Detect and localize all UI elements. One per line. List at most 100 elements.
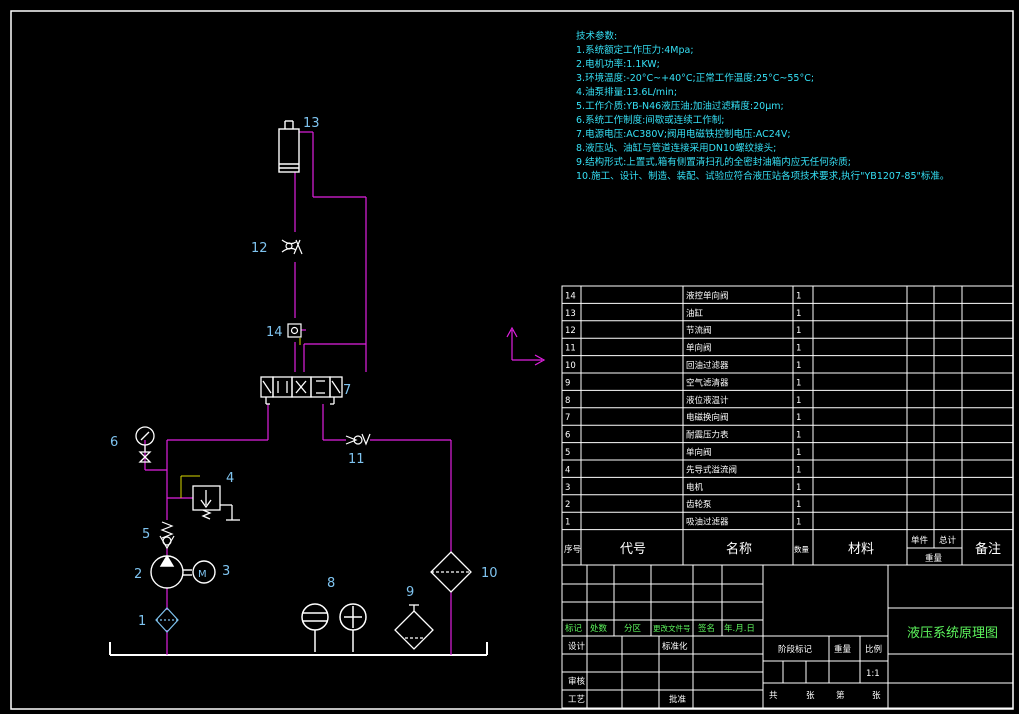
bom-header-weight: 重量 (925, 553, 943, 564)
part-label-12: 12 (251, 241, 268, 256)
part-label-14: 14 (266, 325, 283, 340)
bom-cell-no: 12 (565, 326, 576, 336)
bom-header: 序号 代号 名称 数量 材料 单件 总计 重量 备注 (564, 535, 1001, 564)
bom-cell-qty: 1 (796, 413, 801, 423)
bom-cell-qty: 1 (796, 431, 801, 441)
part-label-13: 13 (303, 116, 320, 131)
check-valve-5-symbol (159, 521, 175, 550)
title-block-grid (561, 564, 1014, 709)
tech-param-line: 10.施工、设计、制造、装配、试验应符合液压站各项技术要求,执行"YB1207-… (576, 170, 949, 182)
return-filter-symbol (430, 551, 472, 593)
bom-cell-name: 回油过滤器 (686, 360, 729, 371)
bom-header-total: 总计 (939, 535, 957, 546)
part-label-9: 9 (406, 585, 414, 600)
bom-cell-name: 吸油过滤器 (686, 517, 729, 528)
tb-date: 年.月.日 (724, 623, 755, 634)
part-label-5: 5 (142, 527, 150, 542)
tb-process: 工艺 (568, 695, 585, 705)
bom-cell-qty: 1 (796, 483, 801, 493)
tech-param-line: 6.系统工作制度:间歇或连续工作制; (576, 114, 724, 126)
part-label-7: 7 (343, 383, 351, 398)
bom-cell-qty: 1 (796, 465, 801, 475)
tb-mark: 标记 (565, 623, 583, 634)
part-label-8: 8 (327, 576, 335, 591)
bom-header-name: 名称 (726, 541, 752, 557)
bom-cell-qty: 1 (796, 518, 801, 528)
tech-param-line: 2.电机功率:1.1KW; (576, 58, 660, 70)
tb-scale: 比例 (865, 644, 882, 655)
hydraulic-cylinder-symbol (278, 120, 300, 173)
suction-filter-symbol (155, 607, 179, 633)
bom-header-unit: 单件 (911, 535, 929, 546)
tb-doc-no: 更改文件号 (653, 623, 691, 633)
bom-cell-name: 油缸 (686, 308, 704, 319)
tech-param-line: 7.电源电压:AC380V;阀用电磁铁控制电压:AC24V; (576, 128, 791, 140)
tech-param-line: 技术参数: (576, 30, 617, 42)
tech-param-line: 9.结构形式:上置式,箱有侧置清扫孔的全密封油箱内应无任何杂质; (576, 156, 851, 168)
bom-cell-qty: 1 (796, 361, 801, 371)
bom-cell-qty: 1 (796, 396, 801, 406)
relief-valve-symbol (192, 485, 240, 521)
drawing-title: 液压系统原理图 (907, 626, 998, 641)
part-label-11: 11 (348, 452, 365, 467)
bom-cell-qty: 1 (796, 448, 801, 458)
bom-cell-qty: 1 (796, 378, 801, 388)
bom-cell-no: 9 (565, 378, 570, 388)
bom-cell-name: 电磁换向阀 (686, 412, 729, 423)
bom-cell-name: 空气滤清器 (686, 377, 729, 388)
tb-sheet-unit: 张 (872, 691, 881, 701)
bom-cell-name: 单向阀 (686, 343, 712, 354)
part-label-3: 3 (222, 564, 230, 579)
bom-header-code: 代号 (620, 542, 646, 557)
bom-cell-no: 8 (565, 396, 570, 406)
tb-sheets-total: 共 (769, 691, 778, 701)
tech-param-line: 1.系统额定工作压力:4Mpa; (576, 44, 694, 56)
bom-cell-qty: 1 (796, 326, 801, 336)
tb-sheet-no: 第 (836, 690, 845, 701)
bom-cell-qty: 1 (796, 344, 801, 354)
tech-param-line: 5.工作介质:YB-N46液压油;加油过滤精度:20μm; (576, 100, 784, 112)
bom-cell-no: 4 (565, 465, 570, 475)
tb-stage: 阶段标记 (778, 644, 813, 655)
bom-cell-no: 10 (565, 361, 576, 371)
level-temperature-gauge-symbol (301, 603, 367, 652)
bom-cell-no: 3 (565, 483, 570, 493)
check-valve-11-symbol (345, 433, 371, 446)
tech-params: 技术参数: 1.系统额定工作压力:4Mpa; 2.电机功率:1.1KW; 3.环… (576, 30, 949, 182)
bom-cell-no: 6 (565, 431, 570, 441)
ucs-icon (506, 326, 546, 366)
tech-param-line: 3.环境温度:-20°C~+40°C;正常工作温度:25°C~55°C; (576, 72, 814, 84)
bom-cell-no: 14 (565, 291, 576, 301)
bom-cell-no: 5 (565, 448, 570, 458)
gear-pump-symbol (150, 554, 192, 589)
tb-zone: 分区 (624, 624, 642, 634)
bom-cell-name: 节流阀 (686, 325, 712, 336)
tb-weight: 重量 (834, 644, 852, 655)
pressure-gauge-symbol (135, 426, 155, 463)
air-breather-symbol (394, 604, 434, 650)
bom-cell-name: 电机 (686, 482, 704, 493)
pilot-check-valve-symbol (287, 323, 302, 338)
bom-cell-name: 液控单向阀 (686, 290, 729, 301)
throttle-valve-symbol (281, 239, 303, 255)
bom-header-material: 材料 (848, 542, 874, 557)
part-label-1: 1 (138, 614, 146, 629)
tb-design: 设计 (568, 641, 586, 652)
motor-symbol: M (192, 560, 216, 584)
part-labels: 1 2 3 4 5 6 7 8 9 10 11 12 13 14 (110, 116, 498, 629)
tb-sheets-unit: 张 (806, 691, 815, 701)
tech-param-line: 4.油泵排量:13.6L/min; (576, 86, 677, 98)
bom-header-qty: 数量 (794, 544, 809, 554)
part-label-4: 4 (226, 471, 234, 486)
bom-header-remark: 备注 (975, 541, 1001, 557)
bom-cell-name: 单向阀 (686, 447, 712, 458)
bom-cell-no: 13 (565, 309, 576, 319)
bom-cell-qty: 1 (796, 500, 801, 510)
bom-cell-qty: 1 (796, 291, 801, 301)
tb-standard: 标准化 (662, 641, 688, 652)
bom-header-no: 序号 (564, 544, 581, 555)
tb-approve: 批准 (669, 694, 687, 705)
